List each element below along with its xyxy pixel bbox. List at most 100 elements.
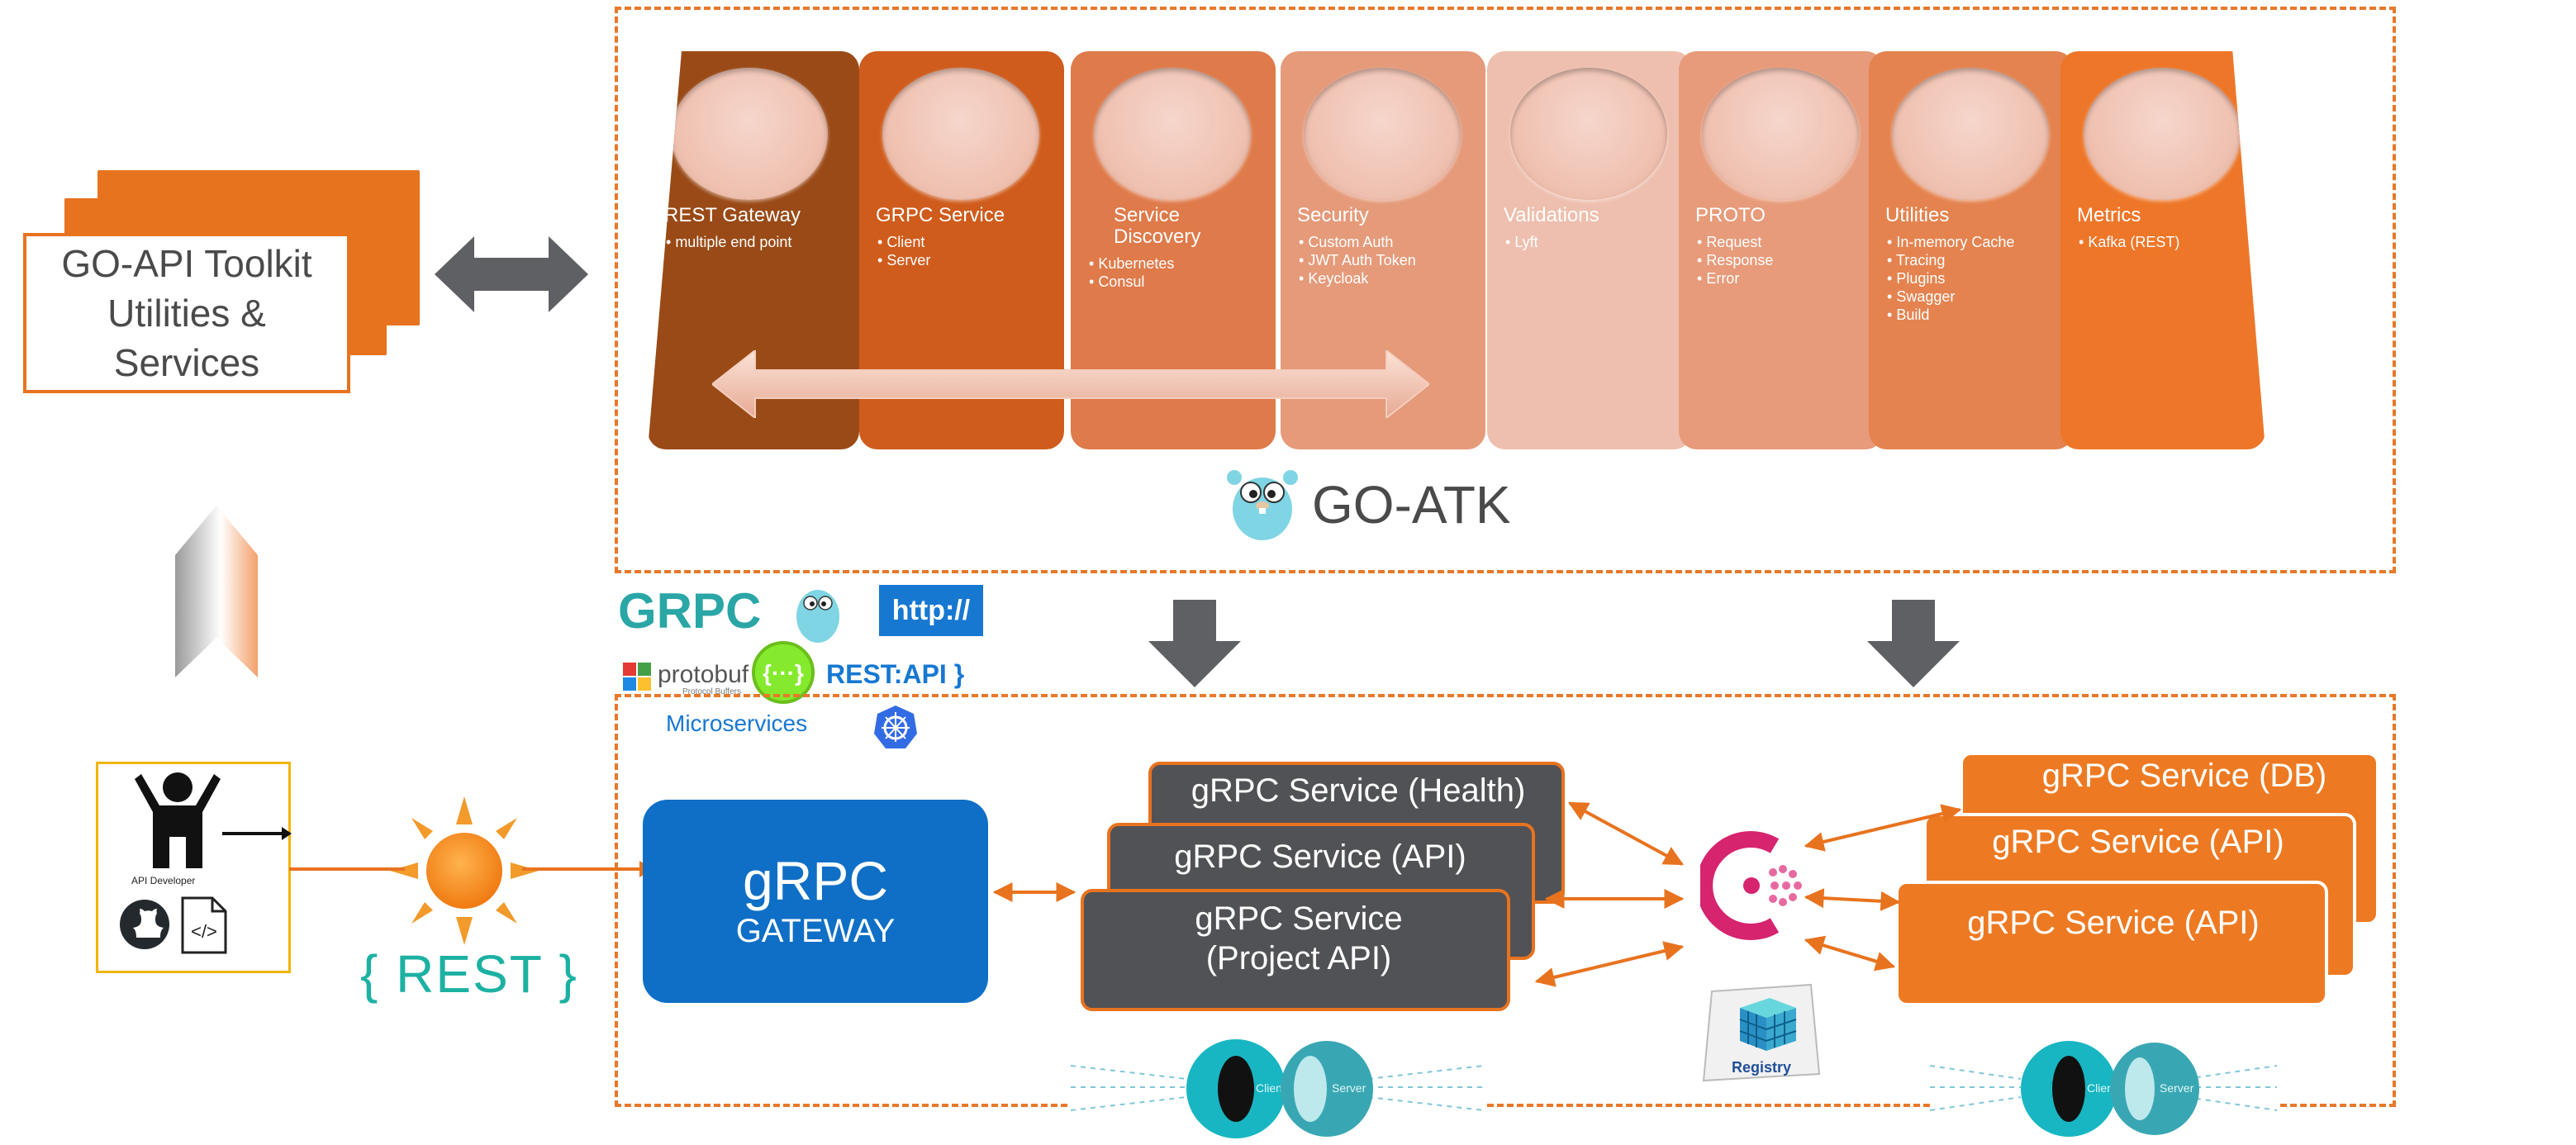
pillar-validations: ValidationsLyft (1487, 51, 1692, 449)
pillar-span-arrow-icon (712, 350, 1429, 418)
up-chevron-arrow-icon (175, 506, 258, 677)
pillar-item: Tracing (1887, 251, 2069, 269)
pillar-disc-icon (2084, 68, 2241, 200)
go-atk-label: GO-ATK (1312, 475, 1511, 534)
toolkit-line-3: Services (113, 341, 260, 384)
pillar-items: multiple end point (666, 233, 848, 251)
pillar-title: Utilities (1885, 204, 1950, 226)
pillar-disc-icon (1702, 68, 1859, 200)
api-developer-label: API Developer (131, 875, 196, 886)
pillar-item: Request (1697, 233, 1879, 251)
rest-connector (289, 861, 653, 877)
pillar-item: Lyft (1505, 233, 1687, 251)
developer-person-icon (135, 772, 221, 868)
client-server-stub-right-icon: Client Server (1930, 1041, 2277, 1143)
gateway-title: gRPC (742, 850, 889, 911)
pillar-title: Validations (1504, 204, 1599, 226)
down-arrow-right-icon (1867, 600, 1960, 687)
go-atk-dashed-region (615, 7, 2396, 573)
pillar-proto: PROTO RequestResponseError (1679, 51, 1884, 449)
service-card-api-right-1-label: gRPC Service (API) (1992, 824, 2284, 860)
pillar-items: Custom AuthJWT Auth TokenKeycloak (1299, 233, 1480, 287)
pillar-title: REST Gateway (664, 204, 801, 226)
service-card-health-label: gRPC Service (Health) (1191, 772, 1526, 809)
registry-icon: Registry (1702, 983, 1821, 1082)
pillar-items: Lyft (1505, 233, 1687, 251)
toolkit-card: GO-API Toolkit Utilities & Services (23, 233, 350, 393)
pillar-items: KubernetesConsul (1089, 254, 1271, 291)
pillar-item: Plugins (1887, 269, 2069, 287)
service-card-api-left-label: gRPC Service (API) (1174, 839, 1466, 875)
pillar-item: Server (877, 251, 1059, 269)
toolkit-line-1: GO-API Toolkit (61, 242, 312, 285)
service-card-api-right-2: gRPC Service (API) (1895, 881, 2328, 1006)
rest-api-logo: REST:API } (826, 659, 965, 689)
code-file-icon: </> (181, 896, 227, 954)
pillar-item: Kafka (REST) (2079, 233, 2260, 251)
service-card-db-label: gRPC Service (DB) (2041, 758, 2327, 794)
toolkit-line-2: Utilities & (107, 292, 266, 335)
grpc-logo-text: GRPC (618, 583, 761, 639)
gopher-small-icon (796, 590, 839, 643)
client-label-right: Client (2087, 1081, 2117, 1095)
http-badge: http:// (879, 585, 983, 636)
service-card-project-api-label: gRPC Service (Project API) (1195, 900, 1403, 976)
consul-icon (1700, 831, 1802, 940)
svg-text:{···}: {···} (763, 660, 804, 686)
gateway-subtitle: GATEWAY (735, 913, 896, 949)
service-card-project-api: gRPC Service (Project API) (1081, 889, 1510, 1011)
server-label-left: Server (1332, 1081, 1366, 1095)
pillar-utilities: UtilitiesIn-memory CacheTracingPluginsSw… (1869, 51, 2074, 449)
client-label-left: Client (1256, 1081, 1286, 1095)
protobuf-label: protobuf (658, 661, 749, 688)
pillar-items: In-memory CacheTracingPluginsSwaggerBuil… (1887, 233, 2069, 324)
pillar-title: Security (1297, 204, 1369, 226)
openapi-logo-icon: {···} (752, 641, 815, 704)
registry-label: Registry (1732, 1059, 1791, 1076)
server-label-right: Server (2160, 1081, 2194, 1095)
pillar-title: GRPC Service (876, 204, 1005, 226)
developer-arrow-icon (222, 827, 292, 840)
pillar-item: Response (1697, 251, 1879, 269)
svg-text:</>: </> (191, 921, 217, 942)
pillar-disc-icon (882, 68, 1039, 200)
grpc-logo-icon: GRPC (618, 583, 761, 639)
pillar-disc-icon (1094, 68, 1251, 200)
http-badge-label: http:// (891, 594, 971, 626)
pillar-disc-icon (1304, 68, 1461, 200)
pillar-item: JWT Auth Token (1299, 251, 1480, 269)
pillar-disc-icon (1510, 68, 1667, 200)
pillar-item: Build (1887, 306, 2069, 324)
client-server-stub-left-icon: Client Server (1071, 1039, 1484, 1143)
pillar-item: multiple end point (666, 233, 848, 251)
pillar-item: Swagger (1887, 287, 2069, 306)
protobuf-sublabel: Protocol Buffers (682, 687, 741, 696)
pillar-items: RequestResponseError (1697, 233, 1879, 287)
down-arrow-left-icon (1148, 600, 1241, 687)
pillar-title: PROTO (1695, 204, 1766, 226)
pillar-disc-icon (671, 68, 828, 200)
pillar-item: Kubernetes (1089, 254, 1271, 273)
services-dashed-region (615, 694, 2396, 1107)
pillar-title: Service Discovery (1114, 204, 1201, 248)
api-developer-panel: API Developer </> (96, 762, 292, 973)
pillar-item: Custom Auth (1299, 233, 1480, 251)
service-card-api-right-2-label: gRPC Service (API) (1967, 905, 2260, 941)
pillar-item: In-memory Cache (1887, 233, 2069, 251)
pillar-item: Error (1697, 269, 1879, 287)
microservices-label: Microservices (666, 710, 808, 736)
pillar-title: Metrics (2077, 204, 2141, 226)
pillar-metrics: MetricsKafka (REST) (2060, 51, 2265, 449)
gopher-icon (1227, 470, 1298, 540)
pillar-item: Keycloak (1299, 269, 1480, 287)
github-icon (120, 900, 169, 949)
pillar-disc-icon (1892, 68, 2049, 200)
pillar-item: Client (877, 233, 1059, 251)
kubernetes-icon (874, 706, 917, 748)
pillar-items: Kafka (REST) (2079, 233, 2260, 251)
rest-label: { REST } (360, 944, 578, 1004)
double-arrow-icon (435, 236, 588, 312)
protobuf-logo-icon (623, 663, 651, 691)
grpc-gateway-box: gRPC GATEWAY (643, 800, 988, 1003)
